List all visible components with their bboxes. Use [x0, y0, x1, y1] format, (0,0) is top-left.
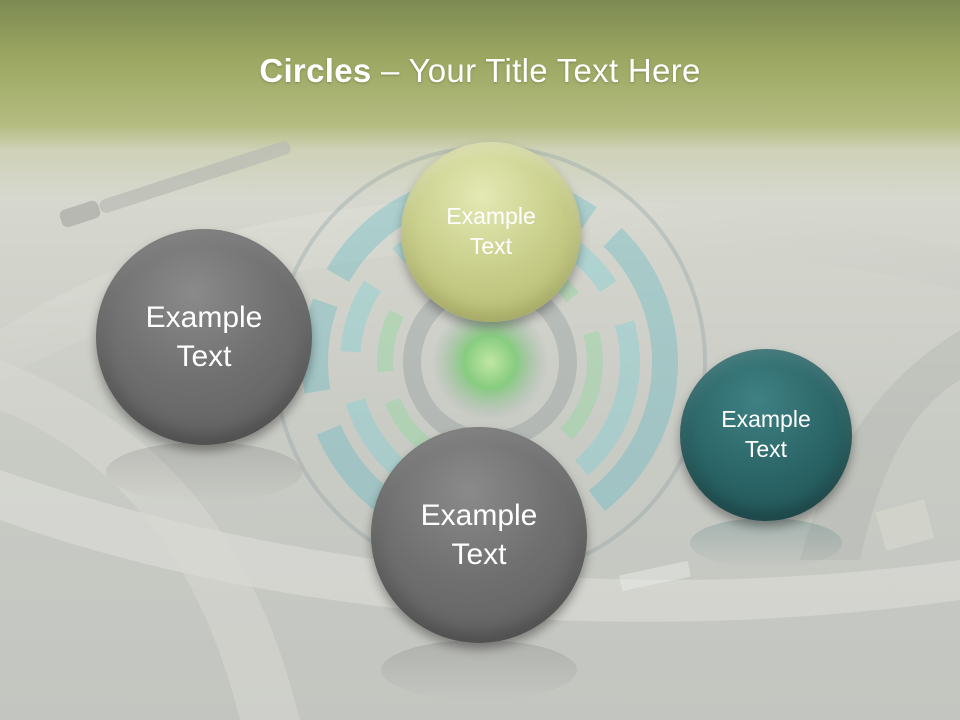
circle-bottom[interactable]: Example Text	[371, 427, 587, 643]
circle-reflection	[690, 518, 842, 568]
circle-text: Example Text	[420, 499, 538, 571]
circle-left[interactable]: Example Text	[96, 229, 312, 445]
circle-text: Example Text	[721, 406, 811, 462]
circle-text: Example Text	[446, 203, 536, 259]
title-bold: Circles	[259, 52, 372, 89]
circle-reflection	[381, 640, 577, 700]
circle-right[interactable]: Example Text	[680, 349, 852, 521]
circle-text: Example Text	[145, 301, 263, 373]
slide-title: Circles – Your Title Text Here	[0, 52, 960, 90]
circle-top[interactable]: Example Text	[401, 142, 581, 322]
title-rest: – Your Title Text Here	[371, 52, 701, 89]
circle-reflection	[106, 442, 302, 502]
